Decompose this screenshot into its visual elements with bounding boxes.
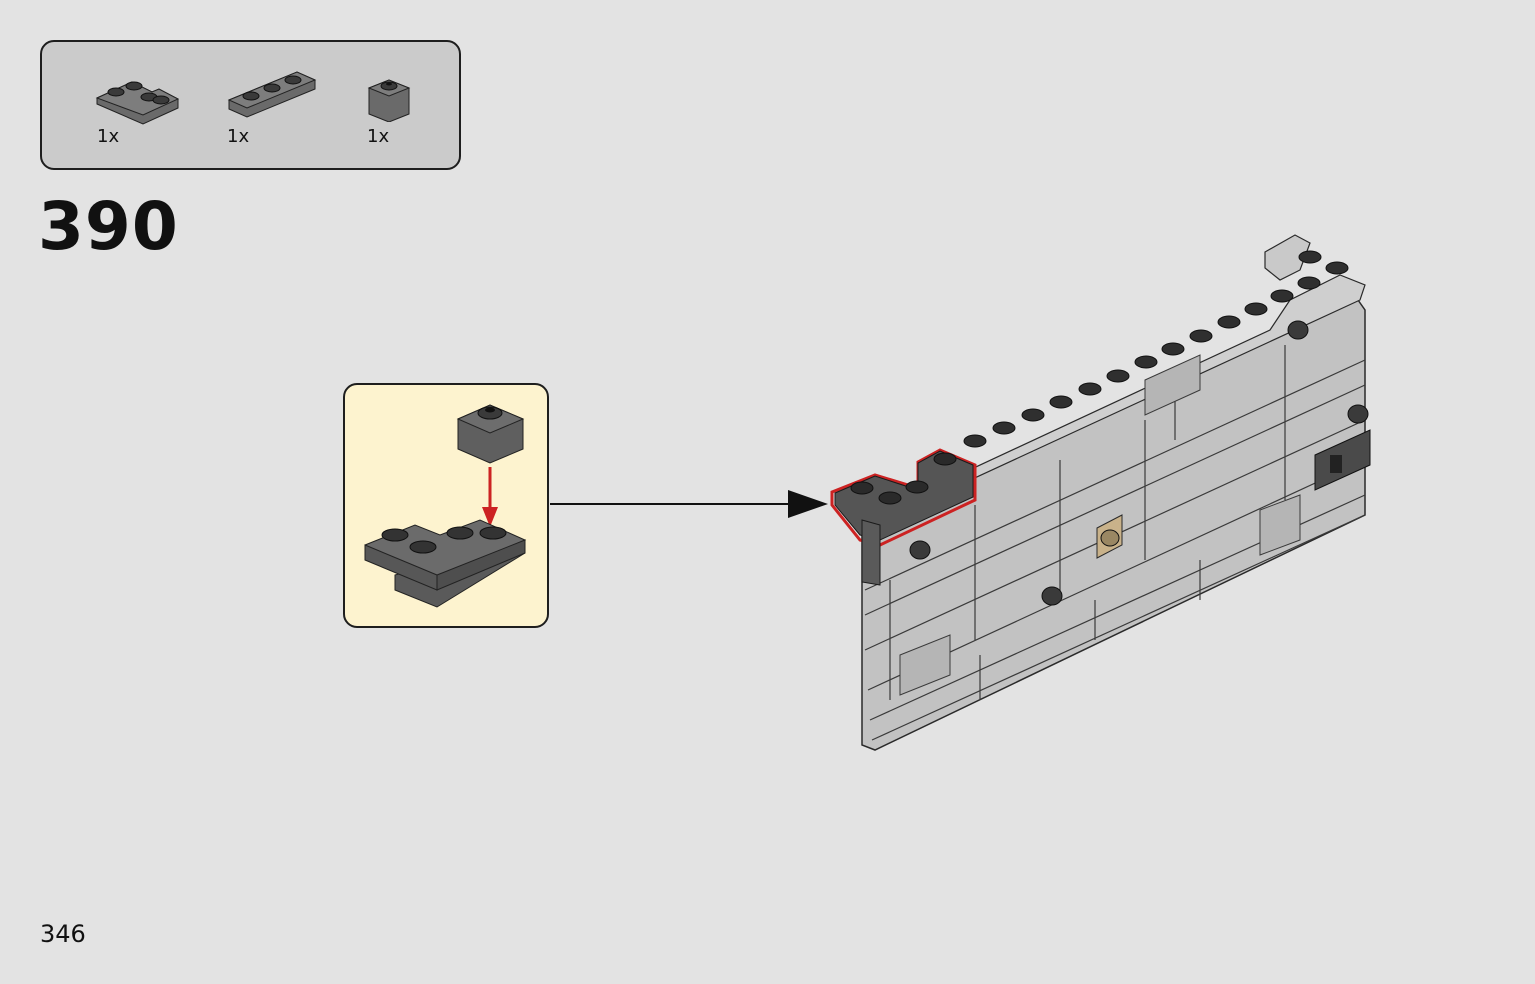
part-1x1-brick: 1x [367, 62, 467, 162]
corner-plate-icon [95, 81, 180, 125]
part-corner-plate: 1x [94, 62, 194, 162]
step-number: 390 [38, 188, 179, 265]
pointer-arrow-head [788, 490, 828, 518]
plate-1x3-icon [227, 71, 317, 118]
part-1x3-plate: 1x [227, 62, 327, 162]
parts-list-box: 1x 1x 1x [40, 40, 461, 170]
new-parts-highlight [830, 448, 977, 586]
part-qty: 1x [97, 126, 120, 147]
subassembly-illustration [364, 404, 527, 608]
part-qty: 1x [227, 126, 250, 147]
brick-1x1-icon [367, 79, 411, 122]
part-qty: 1x [367, 126, 390, 147]
page-number: 346 [40, 920, 86, 948]
callout-subassembly [343, 383, 549, 628]
